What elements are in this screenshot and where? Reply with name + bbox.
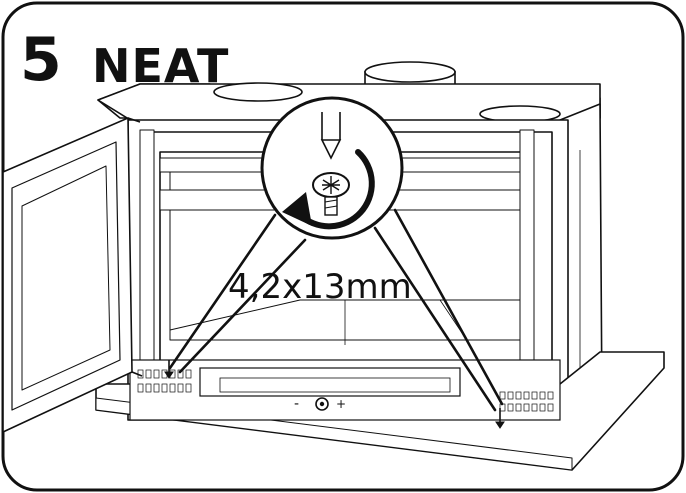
bottom-grille	[129, 359, 561, 421]
grille-slot	[177, 383, 184, 393]
grille-slot	[185, 383, 192, 393]
grille-slot	[145, 369, 152, 379]
grille-slot	[523, 403, 530, 412]
control-minus-label: -	[294, 396, 299, 412]
grille-slot	[539, 403, 546, 412]
grille-slot	[507, 391, 514, 400]
grille-slot	[153, 369, 160, 379]
air-control: - +	[294, 396, 346, 412]
screw-icon	[312, 172, 350, 216]
grille-slot	[515, 403, 522, 412]
grille-slot	[161, 383, 168, 393]
grille-slot	[137, 383, 144, 393]
page-title: NEAT	[92, 39, 229, 93]
grille-slot	[539, 391, 546, 400]
rotate-arrow-head-icon	[282, 192, 312, 226]
grille-slot	[515, 391, 522, 400]
grille-slot	[531, 403, 538, 412]
grille-slot	[531, 391, 538, 400]
grille-slot	[507, 403, 514, 412]
rotate-clockwise-icon	[297, 149, 375, 230]
grille-slot	[523, 391, 530, 400]
step-number: 5	[20, 25, 62, 95]
callout-leaders	[168, 208, 504, 412]
grille-slot	[145, 383, 152, 393]
control-plus-label: +	[336, 397, 346, 411]
screw-marker-left	[164, 360, 174, 379]
grille-slot	[499, 391, 506, 400]
open-door	[2, 117, 143, 433]
grille-slot	[185, 369, 192, 379]
screwdriver-icon	[320, 112, 342, 160]
grille-slot	[153, 383, 160, 393]
screw-detail-callout	[260, 96, 404, 240]
grille-slot	[547, 403, 554, 412]
grille-slot	[169, 383, 176, 393]
screw-marker-right	[495, 408, 505, 429]
screw-size-label: 4,2x13mm	[228, 267, 412, 307]
grille-slot	[547, 391, 554, 400]
